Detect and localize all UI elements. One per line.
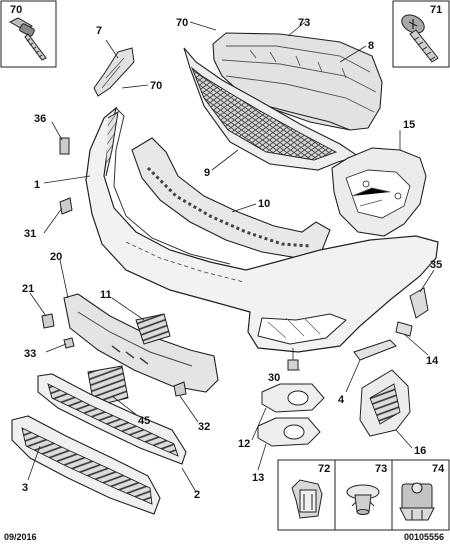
callout-21: 21 <box>22 283 34 295</box>
screw-71-box <box>392 0 450 68</box>
callout-20: 20 <box>50 251 62 263</box>
callout-32: 32 <box>198 421 210 433</box>
callout-15: 15 <box>403 119 415 131</box>
screw-70-icon <box>8 17 47 61</box>
screw-70-box <box>0 0 57 68</box>
leader-lines <box>27 21 435 493</box>
callout-10: 10 <box>258 198 270 210</box>
callout-14: 14 <box>426 355 439 367</box>
clip-part-21 <box>41 313 55 329</box>
callout-2: 2 <box>194 489 200 501</box>
clip-part-31 <box>59 197 73 215</box>
bracket-part-7 <box>93 47 135 97</box>
callout-12: 12 <box>238 438 250 450</box>
callout-70-screw: 70 <box>10 4 22 16</box>
lowest-grille-part-3 <box>11 415 161 515</box>
insert-part-14 <box>395 321 413 337</box>
callout-16: 16 <box>414 445 426 457</box>
screw-71-icon <box>401 14 439 63</box>
callout-36: 36 <box>34 113 46 125</box>
callout-3: 3 <box>22 482 28 494</box>
callout-73-clip: 73 <box>375 463 387 475</box>
bezel-part-13 <box>257 417 321 447</box>
callout-8: 8 <box>368 40 374 52</box>
callout-31: 31 <box>24 228 36 240</box>
side-bracket-part-35 <box>409 287 429 319</box>
lower-beam-part-20 <box>63 293 219 393</box>
side-grille-part-16 <box>359 369 411 437</box>
callout-71-screw: 71 <box>430 4 442 16</box>
callout-11: 11 <box>100 289 112 301</box>
callout-70-top: 70 <box>176 17 188 29</box>
callout-13: 13 <box>252 472 264 484</box>
callout-1: 1 <box>34 179 40 191</box>
lower-grille-part-2 <box>37 373 187 465</box>
clip-part-32 <box>173 381 187 397</box>
callout-9: 9 <box>204 167 210 179</box>
bumper-cover-part-1 <box>85 106 439 353</box>
clip-boxes-panel <box>277 459 450 531</box>
bezel-part-12 <box>261 383 325 413</box>
callout-72-clip: 72 <box>318 463 330 475</box>
clip-74-icon <box>399 482 435 521</box>
callout-35: 35 <box>430 259 442 271</box>
diagram-reference-number: 00105556 <box>403 532 444 542</box>
clip-72-icon <box>291 479 323 519</box>
clip-part-36 <box>59 137 70 155</box>
clip-part-33 <box>63 337 75 349</box>
callout-74-clip: 74 <box>432 463 445 475</box>
clip-part-30 <box>287 359 299 371</box>
trim-strip-part-4 <box>353 339 397 361</box>
callout-30: 30 <box>268 372 280 384</box>
callout-7: 7 <box>96 25 102 37</box>
clip-73-icon <box>346 484 380 515</box>
headlamp-bracket-part-15 <box>331 147 427 237</box>
callout-73-top: 73 <box>298 17 310 29</box>
diagram-date: 09/2016 <box>4 532 37 542</box>
callout-70-mid: 70 <box>150 80 162 92</box>
callout-33: 33 <box>24 348 36 360</box>
reinforcement-part-11 <box>135 313 171 345</box>
callout-labels: 70 71 72 73 74 7 70 70 73 8 9 15 36 1 31… <box>10 4 445 501</box>
absorber-rail-part-10 <box>131 137 331 259</box>
callout-4: 4 <box>338 394 345 406</box>
callout-45: 45 <box>138 415 150 427</box>
